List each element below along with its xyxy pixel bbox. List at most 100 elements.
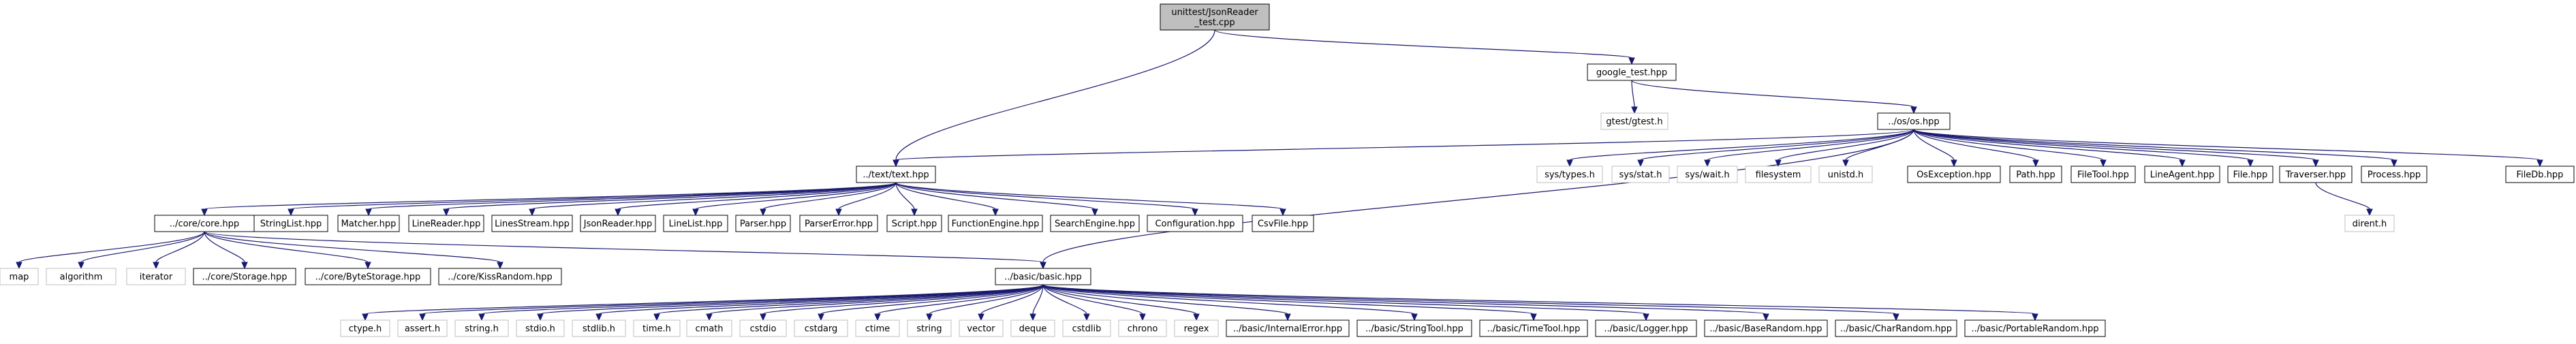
graph-node-root[interactable]: unittest/JsonReader_test.cpp bbox=[1160, 3, 1270, 31]
node-box bbox=[154, 215, 255, 232]
node-label: cmath bbox=[695, 324, 723, 334]
node-label: ../core/ByteStorage.hpp bbox=[315, 272, 421, 283]
edge-line bbox=[877, 284, 1044, 315]
graph-node-functionengine[interactable]: FunctionEngine.hpp bbox=[948, 215, 1043, 232]
graph-node-basic[interactable]: ../basic/basic.hpp bbox=[995, 268, 1091, 285]
edge-arrowhead bbox=[760, 313, 766, 322]
node-box bbox=[305, 268, 431, 285]
graph-node-core[interactable]: ../core/core.hpp bbox=[154, 215, 255, 232]
edge-line bbox=[980, 284, 1044, 315]
graph-node-os[interactable]: ../os/os.hpp bbox=[1877, 112, 1951, 130]
node-label: LineAgent.hpp bbox=[2150, 170, 2214, 181]
edge-line bbox=[895, 182, 1096, 210]
node-label: chrono bbox=[1128, 324, 1158, 334]
graph-node-portablerandom[interactable]: ../basic/PortableRandom.hpp bbox=[1964, 319, 2106, 337]
graph-node-traverser[interactable]: Traverser.hpp bbox=[2279, 166, 2353, 183]
graph-node-charrandom[interactable]: ../basic/CharRandom.hpp bbox=[1835, 319, 1957, 337]
graph-node-gtest: gtest/gtest.h bbox=[1600, 112, 1669, 130]
graph-node-text[interactable]: ../text/text.hpp bbox=[856, 166, 936, 183]
graph-node-parser[interactable]: Parser.hpp bbox=[735, 215, 791, 232]
graph-node-matcher[interactable]: Matcher.hpp bbox=[337, 215, 400, 232]
edge-line bbox=[1042, 284, 1197, 315]
graph-node-cstdio: cstdio bbox=[739, 319, 787, 337]
graph-node-script[interactable]: Script.hpp bbox=[886, 215, 942, 232]
graph-node-stringlist[interactable]: StringList.hpp bbox=[253, 215, 328, 232]
node-box bbox=[1160, 3, 1270, 31]
node-label: JsonReader.hpp bbox=[583, 219, 653, 230]
edge-line bbox=[617, 182, 897, 210]
graph-node-csvfile[interactable]: CsvFile.hpp bbox=[1252, 215, 1314, 232]
dependency-edge bbox=[1637, 129, 1914, 168]
graph-node-map: map bbox=[0, 268, 39, 285]
graph-node-lineagent[interactable]: LineAgent.hpp bbox=[2144, 166, 2220, 183]
node-box bbox=[1611, 166, 1670, 183]
edge-arrowhead bbox=[874, 313, 881, 322]
node-label: sys/stat.h bbox=[1619, 170, 1662, 181]
graph-node-parsererror[interactable]: ParserError.hpp bbox=[799, 215, 878, 232]
edge-arrowhead bbox=[1530, 313, 1537, 322]
edge-line bbox=[1913, 129, 2183, 161]
graph-node-systypes: sys/types.h bbox=[1536, 166, 1603, 183]
node-box bbox=[2070, 166, 2136, 183]
graph-node-linesstream[interactable]: LinesStream.hpp bbox=[491, 215, 573, 232]
node-label: Matcher.hpp bbox=[341, 219, 397, 230]
edge-line bbox=[709, 284, 1044, 315]
edge-line bbox=[1913, 129, 2036, 161]
node-box bbox=[1118, 319, 1167, 337]
edge-line bbox=[1707, 129, 1914, 161]
node-label: sys/types.h bbox=[1545, 170, 1595, 181]
edge-arrowhead bbox=[153, 262, 159, 270]
graph-node-internalerror[interactable]: ../basic/InternalError.hpp bbox=[1226, 319, 1350, 337]
graph-node-kissrandom[interactable]: ../core/KissRandom.hpp bbox=[438, 268, 562, 285]
edge-arrowhead bbox=[2536, 159, 2543, 168]
dependency-edge bbox=[443, 182, 897, 217]
graph-node-linelist[interactable]: LineList.hpp bbox=[663, 215, 728, 232]
graph-node-filedb[interactable]: FileDb.hpp bbox=[2505, 166, 2575, 183]
node-label: ctype.h bbox=[349, 324, 382, 334]
dependency-edge bbox=[1913, 129, 2319, 168]
node-box bbox=[454, 319, 509, 337]
edge-line bbox=[1913, 129, 2104, 161]
graph-node-process[interactable]: Process.hpp bbox=[2361, 166, 2427, 183]
graph-node-logger[interactable]: ../basic/Logger.hpp bbox=[1595, 319, 1697, 337]
dependency-edge bbox=[1040, 129, 1914, 270]
graph-node-google-test[interactable]: google_test.hpp bbox=[1587, 63, 1677, 81]
edge-line bbox=[1913, 129, 2316, 161]
dependency-edge bbox=[895, 182, 999, 217]
edge-arrowhead bbox=[1192, 208, 1198, 217]
graph-node-assert: assert.h bbox=[397, 319, 448, 337]
graph-node-bytestorage[interactable]: ../core/ByteStorage.hpp bbox=[305, 268, 431, 285]
graph-node-stringtool[interactable]: ../basic/StringTool.hpp bbox=[1356, 319, 1472, 337]
graph-node-osexception[interactable]: OsException.hpp bbox=[1907, 166, 2001, 183]
dependency-edge bbox=[204, 231, 371, 270]
graph-node-sysstat: sys/stat.h bbox=[1611, 166, 1670, 183]
graph-node-timetool[interactable]: ../basic/TimeTool.hpp bbox=[1479, 319, 1588, 337]
graph-node-searchengine[interactable]: SearchEngine.hpp bbox=[1050, 215, 1140, 232]
node-label: deque bbox=[1019, 324, 1047, 334]
dependency-edge bbox=[895, 182, 1098, 217]
graph-node-storage[interactable]: ../core/Storage.hpp bbox=[193, 268, 296, 285]
dependency-edge bbox=[201, 182, 897, 217]
graph-node-baserandom[interactable]: ../basic/BaseRandom.hpp bbox=[1704, 319, 1828, 337]
node-label: unittest/JsonReader bbox=[1171, 7, 1258, 18]
node-label: ../basic/Logger.hpp bbox=[1604, 324, 1688, 334]
graph-node-configuration[interactable]: Configuration.hpp bbox=[1147, 215, 1243, 232]
edge-line bbox=[820, 284, 1044, 315]
graph-node-filetool[interactable]: FileTool.hpp bbox=[2070, 166, 2136, 183]
edge-arrowhead bbox=[1566, 159, 1573, 168]
edge-line bbox=[204, 182, 897, 210]
dependency-edge bbox=[1913, 129, 2107, 168]
edge-arrowhead bbox=[537, 313, 544, 322]
edge-line bbox=[895, 182, 1284, 210]
node-label: unistd.h bbox=[1828, 170, 1864, 181]
edge-arrowhead bbox=[241, 262, 248, 270]
graph-node-linereader[interactable]: LineReader.hpp bbox=[408, 215, 484, 232]
node-box bbox=[959, 319, 1004, 337]
graph-node-path[interactable]: Path.hpp bbox=[2009, 166, 2062, 183]
node-label: ../core/KissRandom.hpp bbox=[448, 272, 553, 283]
graph-node-jsonreader[interactable]: JsonReader.hpp bbox=[580, 215, 656, 232]
graph-node-filesystem: filesystem bbox=[1745, 166, 1812, 183]
graph-node-regex: regex bbox=[1174, 319, 1219, 337]
graph-node-file[interactable]: File.hpp bbox=[2227, 166, 2274, 183]
edge-arrowhead bbox=[1091, 208, 1098, 217]
